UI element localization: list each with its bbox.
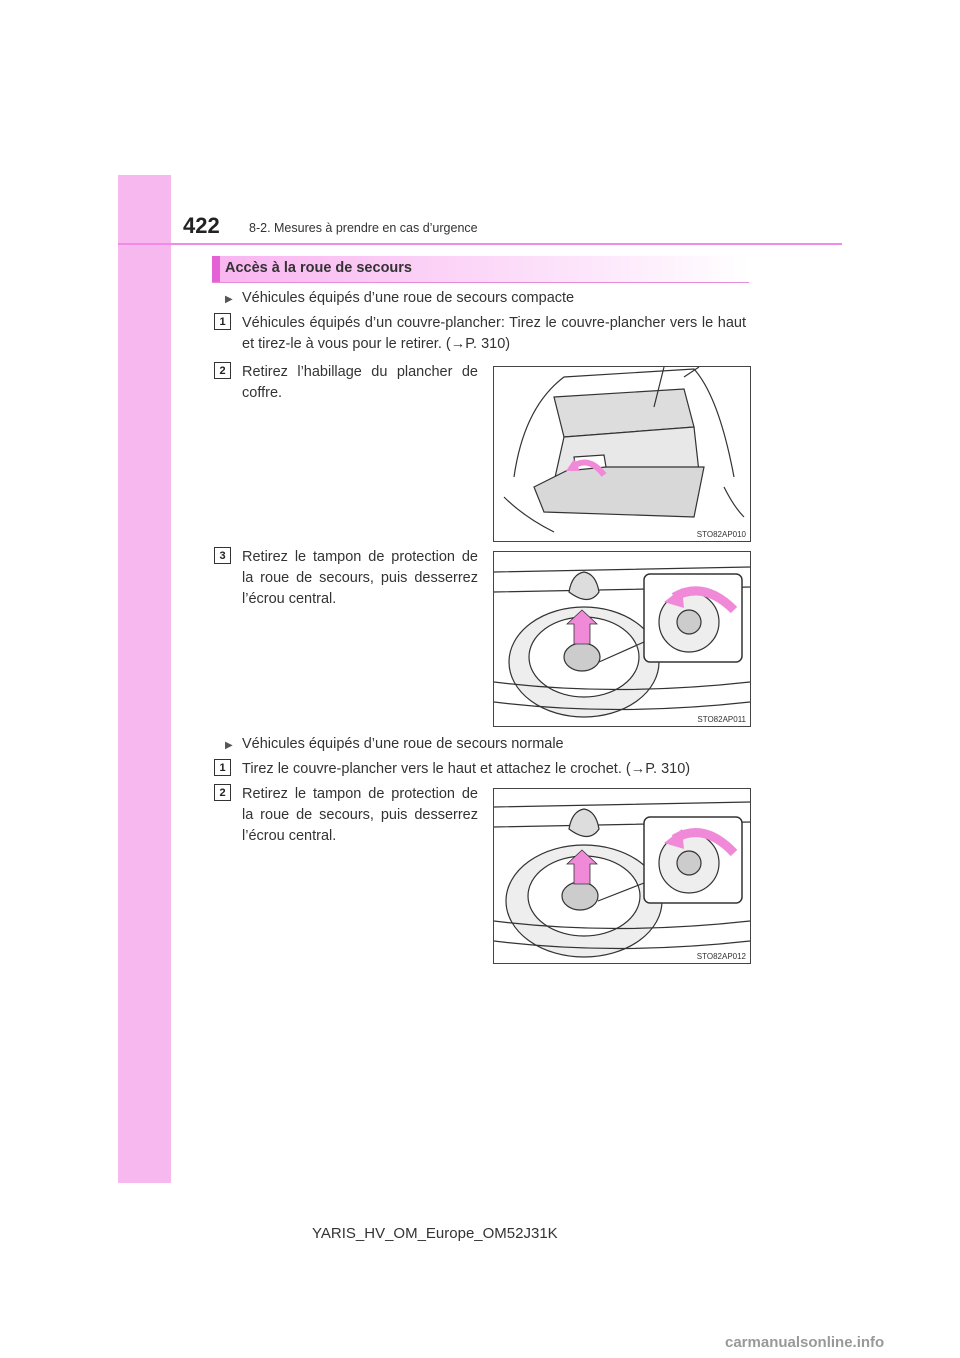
step-number-1: 1 xyxy=(214,313,231,330)
normal-step-1-text: Tirez le couvre-plancher vers le haut et… xyxy=(242,761,691,777)
normal-bullet-text: Véhicules équipés d’une roue de secours … xyxy=(242,736,564,752)
figure-code: STO82AP010 xyxy=(696,530,746,539)
step-number-2: 2 xyxy=(214,784,231,801)
figure-code: STO82AP011 xyxy=(697,715,746,724)
normal-step-2-text: Retirez le tampon de protection de la ro… xyxy=(242,786,478,844)
header-rule xyxy=(118,243,842,245)
triangle-bullet-icon: ▶ xyxy=(225,740,233,751)
triangle-bullet-icon: ▶ xyxy=(225,294,233,305)
spare-wheel-illustration: STO82AP011 xyxy=(493,551,751,727)
compact-step-2-text: Retirez l’habillage du plancher de coffr… xyxy=(242,364,478,401)
heading-text: Accès à la roue de secours xyxy=(225,260,412,276)
compact-step-1-text: Véhicules équipés d’un couvre-plancher: … xyxy=(242,315,746,352)
page-number: 422 xyxy=(183,213,220,238)
chapter-sidebar-tab xyxy=(118,175,171,1183)
figure-code: STO82AP012 xyxy=(696,952,746,961)
compact-bullet-text: Véhicules équipés d’une roue de secours … xyxy=(242,290,575,306)
section-heading: Accès à la roue de secours xyxy=(212,256,749,283)
document-footer: YARIS_HV_OM_Europe_OM52J31K xyxy=(312,1225,558,1242)
step-number-2: 2 xyxy=(214,362,231,379)
trunk-illustration: STO82AP010 xyxy=(493,366,751,542)
spare-wheel-normal-illustration: STO82AP012 xyxy=(493,788,751,964)
step-number-3: 3 xyxy=(214,547,231,564)
step-number-1: 1 xyxy=(214,759,231,776)
compact-step-3-text: Retirez le tampon de protection de la ro… xyxy=(242,549,478,607)
section-title: 8-2. Mesures à prendre en cas d’urgence xyxy=(249,221,478,235)
watermark: carmanualsonline.info xyxy=(725,1334,885,1351)
heading-accent xyxy=(212,256,220,282)
